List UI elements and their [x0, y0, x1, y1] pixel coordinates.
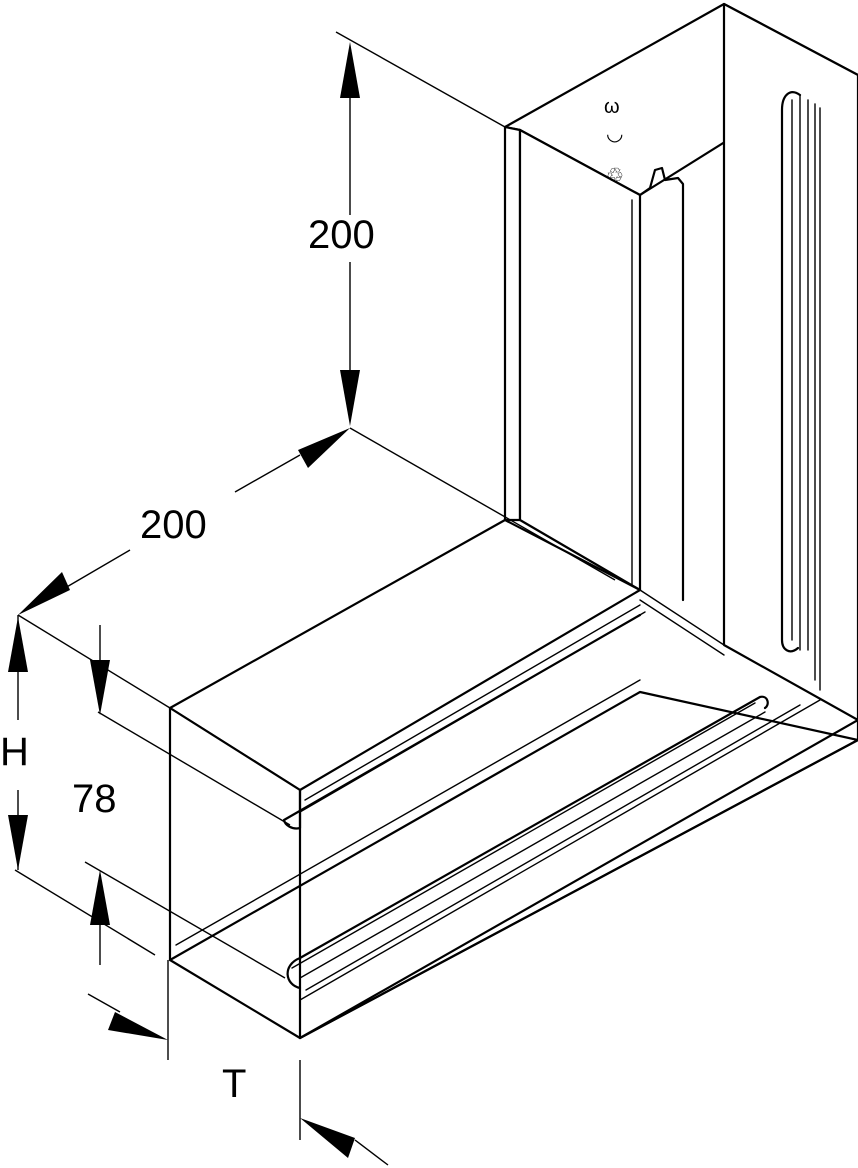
arrow-left-icon	[300, 1118, 355, 1158]
height-symbol-label: H	[0, 730, 29, 774]
arrow-up-icon	[90, 870, 110, 925]
material-symbol-1: ω	[604, 96, 620, 118]
lower-leg-corner-joint-2	[639, 599, 725, 656]
lower-leg-lip-line-2	[299, 611, 646, 813]
arrow-up-icon	[340, 42, 360, 98]
lower-leg-rail-groove	[291, 702, 756, 969]
upper-duct-leg: ω ◡ ♲	[503, 2, 858, 722]
depth-symbol-label: T	[222, 1062, 246, 1106]
dimension-depth: T	[87, 960, 389, 1166]
material-symbol-2: ◡	[606, 123, 623, 145]
lower-leg-rail-mid	[299, 711, 766, 979]
depth-line-left	[87, 993, 121, 1013]
arrow-right-icon	[108, 1012, 168, 1040]
lower-leg-rail-edge	[299, 699, 821, 1001]
lower-leg-back-floor-edge	[168, 690, 858, 962]
vertical-length-label: 200	[308, 213, 375, 257]
upper-leg-lip-left	[638, 166, 685, 602]
upper-leg-front-wall	[503, 125, 522, 522]
dimension-height: H	[0, 615, 156, 956]
horizontal-length-label: 200	[140, 503, 207, 547]
upper-leg-back-wall	[722, 2, 858, 722]
lower-leg-rail-outer	[286, 695, 769, 990]
inner-height-extension-bottom	[84, 861, 286, 979]
arrow-down-icon	[340, 370, 360, 426]
dimension-horizontal-200: 200	[17, 428, 350, 709]
arrow-up-icon	[8, 617, 28, 672]
arrow-down-icon	[90, 660, 110, 715]
upper-leg-inner-panel	[518, 128, 642, 592]
depth-line-right	[354, 1139, 389, 1166]
arrow-left-icon	[18, 572, 70, 615]
dimension-vertical-200: 200	[308, 31, 616, 581]
arrow-right-icon	[298, 428, 350, 468]
lower-leg-front-floor-edge	[298, 738, 858, 1040]
lower-leg-rail-inner	[305, 704, 801, 991]
dimension-78: 78	[72, 625, 291, 979]
dimension-line-right	[234, 454, 301, 493]
dimension-line-left	[64, 549, 131, 589]
inner-height-value: 78	[72, 777, 117, 821]
extension-line-top	[335, 31, 506, 128]
lower-leg-inner-wall-line	[175, 679, 641, 946]
arrow-down-icon	[8, 815, 28, 870]
extension-line-bottom	[349, 427, 616, 581]
lower-duct-leg	[168, 518, 858, 1040]
lower-leg-lip-line-1	[304, 604, 641, 801]
lower-leg-corner-joint	[639, 589, 725, 646]
inner-height-extension-top	[97, 711, 291, 826]
height-extension-bottom	[14, 869, 156, 956]
recycle-symbol-icon: ♲	[606, 165, 624, 187]
lower-leg-floor	[298, 718, 858, 1040]
upper-leg-rail-outer	[780, 91, 802, 653]
